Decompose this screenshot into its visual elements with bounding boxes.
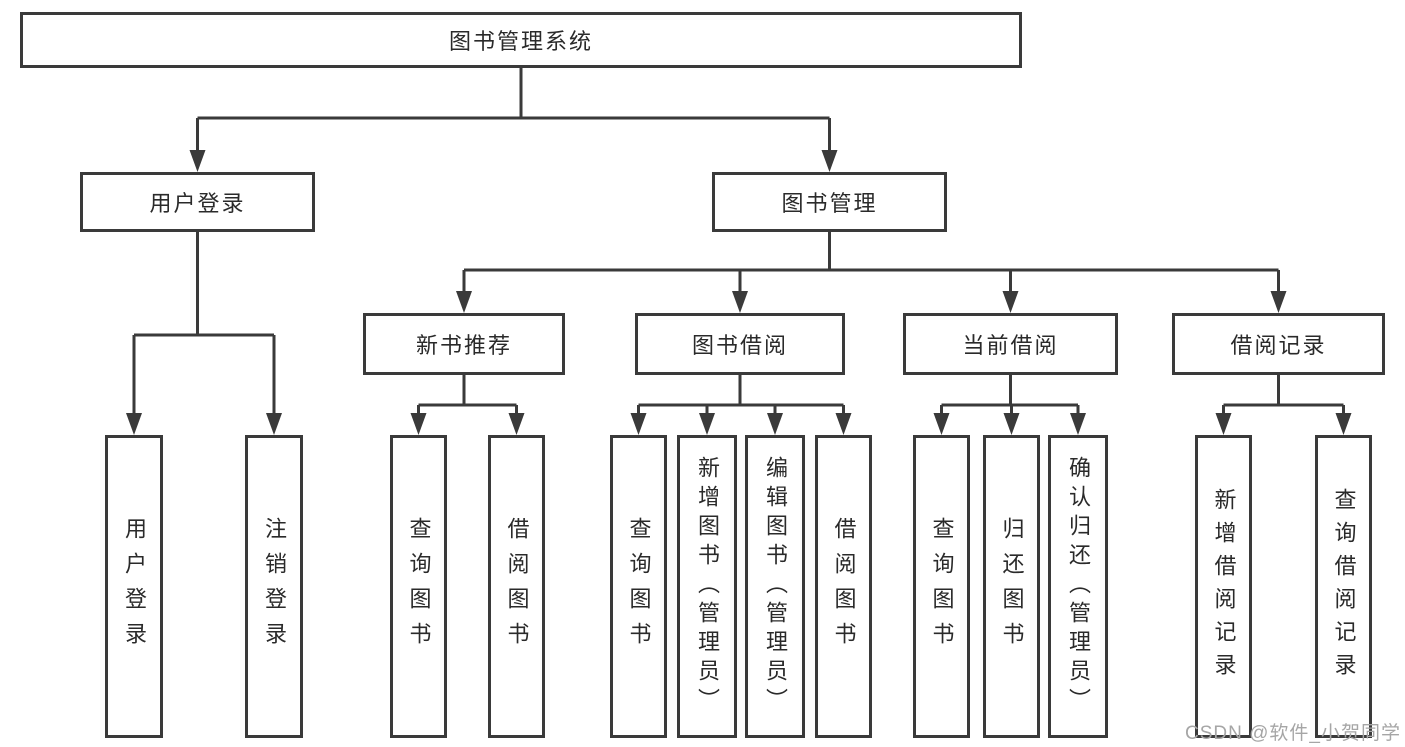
leaf-label: 借阅图书 [504, 516, 530, 657]
node-current-borrowing: 当前借阅 [903, 313, 1118, 375]
arrow-icon [508, 413, 525, 435]
node-root: 图书管理系统 [20, 12, 1022, 68]
arrowheads [126, 150, 1352, 435]
arrow-icon [835, 413, 852, 435]
node-user-login: 用户登录 [80, 172, 315, 232]
watermark: CSDN @软件_小贺同学 [1185, 723, 1401, 744]
node-borrowing-records: 借阅记录 [1172, 313, 1385, 375]
node-root-label: 图书管理系统 [448, 29, 593, 54]
leaf-label: 借阅图书 [831, 516, 857, 657]
leaf-add-borrow-record: 新增借阅记录 [1195, 435, 1252, 738]
arrow-icon [126, 413, 142, 435]
leaf-label: 查询图书 [929, 516, 955, 657]
leaf-label: 查询借阅记录 [1331, 487, 1357, 686]
leaf-query-borrow-record: 查询借阅记录 [1315, 435, 1372, 738]
node-book-borrowing: 图书借阅 [635, 313, 845, 375]
leaf-borrow-books-recommend: 借阅图书 [488, 435, 545, 738]
leaf-label: 查询图书 [406, 516, 432, 657]
arrow-icon [699, 413, 715, 435]
arrow-icon [456, 291, 472, 313]
node-label: 借阅记录 [1230, 333, 1327, 358]
leaf-label: 归还图书 [999, 516, 1025, 657]
arrow-icon [821, 150, 838, 172]
arrow-icon [933, 413, 950, 435]
arrow-icon [732, 291, 748, 313]
leaf-label: 编辑图书（管理员） [763, 456, 788, 717]
arrow-icon [266, 413, 282, 435]
node-book-management: 图书管理 [712, 172, 947, 232]
leaf-borrow-books: 借阅图书 [815, 435, 872, 738]
arrow-icon [1335, 413, 1352, 435]
arrow-icon [630, 413, 647, 435]
leaf-label: 确认归还（管理员） [1066, 456, 1091, 717]
node-label: 用户登录 [149, 191, 246, 216]
arrow-icon [1002, 291, 1019, 313]
arrow-icon [1270, 291, 1287, 313]
leaf-label: 注销登录 [262, 516, 287, 657]
leaf-edit-books-admin: 编辑图书（管理员） [745, 435, 805, 738]
arrow-icon [1215, 413, 1232, 435]
leaf-label: 新增借阅记录 [1211, 487, 1237, 686]
node-label: 图书管理 [781, 191, 878, 216]
leaf-label: 新增图书（管理员） [695, 456, 720, 717]
leaf-label: 用户登录 [122, 516, 147, 657]
leaf-add-books-admin: 新增图书（管理员） [677, 435, 737, 738]
node-label: 当前借阅 [962, 333, 1059, 358]
arrow-icon [189, 150, 206, 172]
tree-edges [132, 68, 1345, 417]
arrow-icon [1003, 413, 1020, 435]
leaf-return-books: 归还图书 [983, 435, 1040, 738]
node-new-book-recommend: 新书推荐 [363, 313, 565, 375]
leaf-user-login: 用户登录 [105, 435, 163, 738]
leaf-query-books-recommend: 查询图书 [390, 435, 447, 738]
leaf-logout: 注销登录 [245, 435, 303, 738]
leaf-confirm-return-admin: 确认归还（管理员） [1048, 435, 1108, 738]
node-label: 新书推荐 [415, 333, 512, 358]
leaf-query-books-current: 查询图书 [913, 435, 970, 738]
arrow-icon [1070, 413, 1086, 435]
arrow-icon [767, 413, 783, 435]
arrow-icon [410, 413, 427, 435]
leaf-query-books-borrowing: 查询图书 [610, 435, 667, 738]
node-label: 图书借阅 [691, 333, 788, 358]
leaf-label: 查询图书 [626, 516, 652, 657]
